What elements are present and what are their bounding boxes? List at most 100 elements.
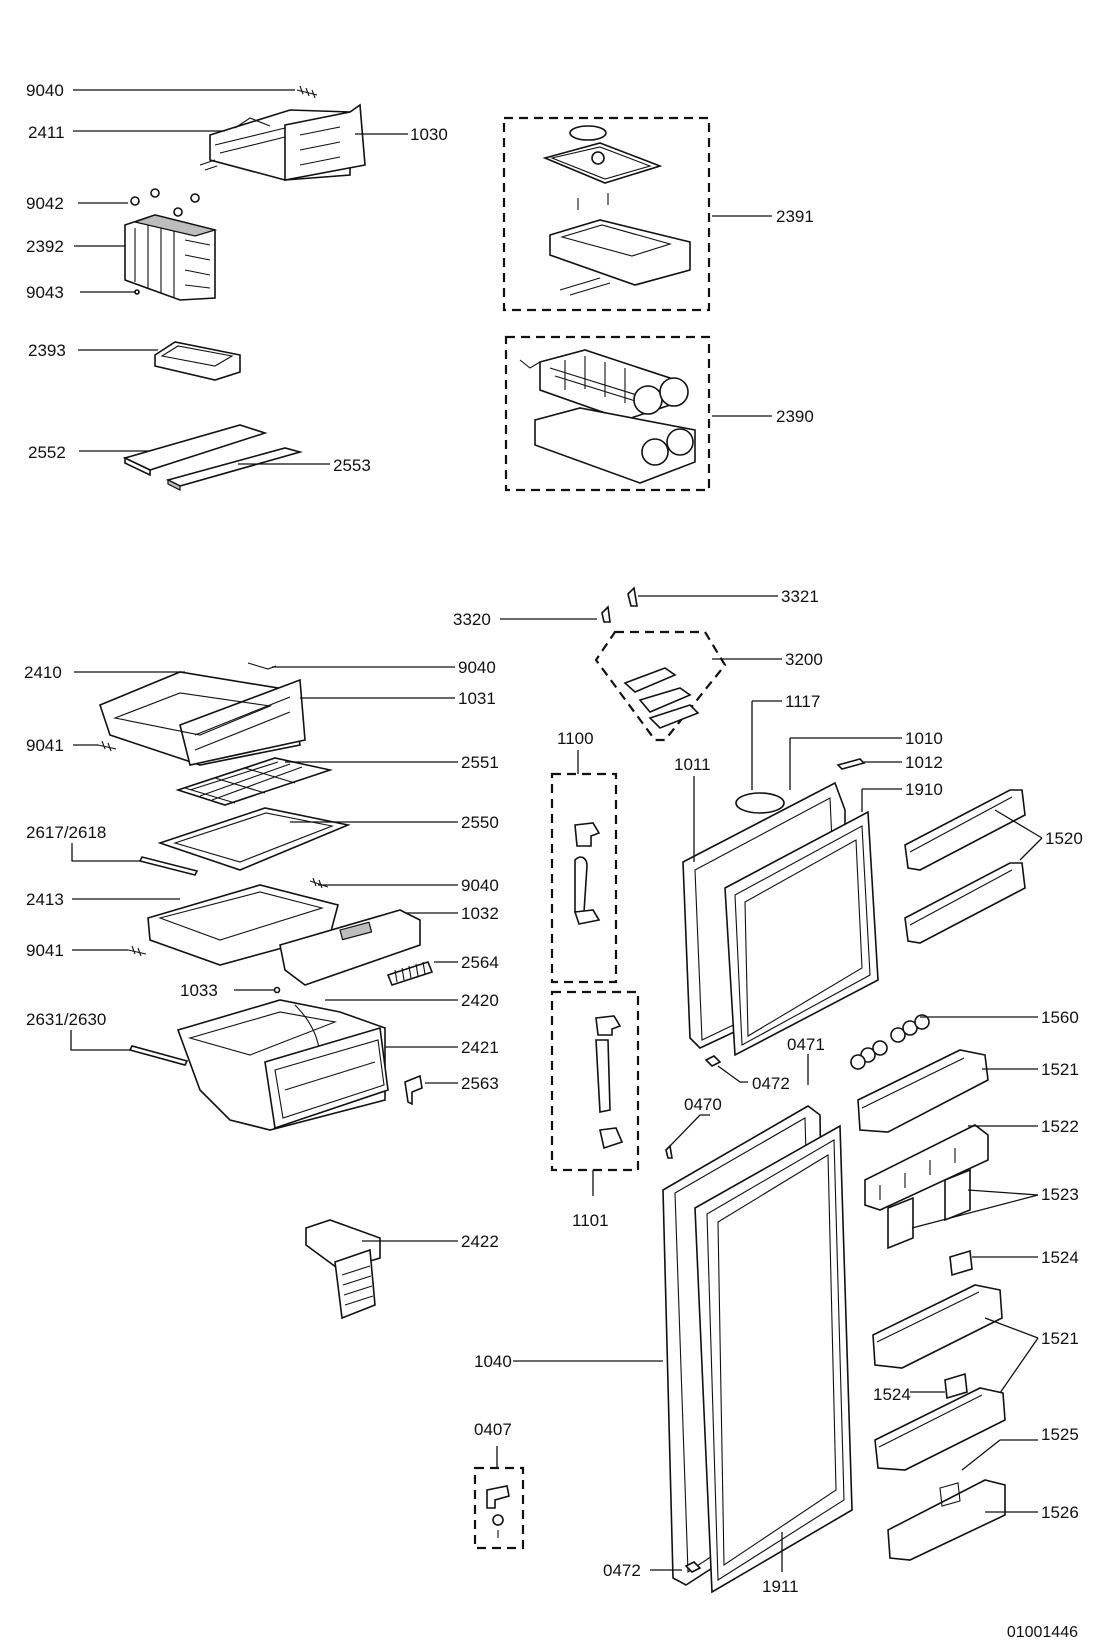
part-2413-drawer (147, 884, 421, 986)
part-0470 (665, 1144, 673, 1159)
label-2552: 2552 (28, 443, 66, 462)
label-1521-top: 1521 (1041, 1060, 1079, 1079)
part-1033 (273, 986, 281, 994)
label-2563: 2563 (461, 1074, 499, 1093)
part-1911-lower-gasket (694, 1124, 853, 1594)
label-2393: 2393 (28, 341, 66, 360)
label-1100: 1100 (557, 729, 594, 748)
assembly-1100-handle (550, 772, 618, 984)
part-2393-ice-tray (154, 341, 241, 381)
label-3200: 3200 (785, 650, 823, 669)
part-2421-crisper-front (264, 1026, 389, 1130)
label-0472-bottom: 0472 (603, 1561, 641, 1580)
label-2551: 2551 (461, 753, 499, 772)
part-2564-grille (386, 961, 434, 986)
label-1522: 1522 (1041, 1117, 1079, 1136)
part-0472-bottom (684, 1561, 702, 1573)
assembly-2390-box (504, 335, 711, 492)
part-0472-top (704, 1055, 722, 1067)
label-9040-mid: 9040 (458, 658, 496, 677)
label-1033: 1033 (180, 981, 218, 1000)
part-2550-shelf-frame (157, 807, 351, 871)
label-9040-top: 9040 (26, 81, 64, 100)
label-0407: 0407 (474, 1420, 512, 1439)
part-9041-screw-b (127, 945, 147, 957)
label-2421: 2421 (461, 1038, 499, 1057)
label-9041-b: 9041 (26, 941, 64, 960)
part-9040-screw-top (73, 85, 318, 99)
part-1521-bin-upper (857, 1049, 989, 1133)
label-3321: 3321 (781, 587, 819, 606)
part-2422-holder (305, 1219, 381, 1320)
label-1117: 1117 (785, 692, 820, 711)
assembly-3200-lamp (594, 630, 727, 742)
part-1524-clip-top (949, 1249, 973, 1277)
leader-1520 (994, 809, 1043, 861)
label-1524-bottom: 1524 (873, 1385, 911, 1404)
label-1911: 1911 (762, 1577, 799, 1596)
label-1524-top: 1524 (1041, 1248, 1079, 1267)
part-9041-screw-a (97, 740, 117, 752)
label-1031: 1031 (458, 689, 496, 708)
part-3320 (601, 605, 611, 623)
label-1526: 1526 (1041, 1503, 1079, 1522)
label-1032: 1032 (461, 904, 499, 923)
label-3320: 3320 (453, 610, 491, 629)
part-1910-upper-gasket (724, 810, 879, 1057)
part-2410-drawer (99, 662, 306, 766)
label-2553: 2553 (333, 456, 371, 475)
label-9040-c: 9040 (461, 876, 499, 895)
part-1560-egg-tray (850, 1014, 930, 1070)
label-0470: 0470 (684, 1095, 722, 1114)
label-1560: 1560 (1041, 1008, 1079, 1027)
label-2390: 2390 (776, 407, 814, 426)
label-9041-a: 9041 (26, 736, 64, 755)
leader-2617 (71, 843, 140, 862)
part-2617-rail (138, 856, 199, 876)
label-1012: 1012 (905, 753, 943, 772)
part-1520-door-shelves (904, 789, 1026, 944)
label-2411: 2411 (28, 123, 65, 142)
part-9040-screw-c (309, 877, 329, 889)
part-2392-ice-box (124, 214, 218, 301)
label-1101: 1101 (572, 1211, 609, 1230)
part-1012 (836, 758, 866, 770)
part-1526-bin-bottom (887, 1479, 1006, 1561)
part-9042-knobs (130, 188, 200, 217)
label-9043: 9043 (26, 283, 64, 302)
label-9042: 9042 (26, 194, 64, 213)
label-1523: 1523 (1041, 1185, 1079, 1204)
drawing-code: 01001446 (1007, 1624, 1078, 1641)
part-2411-freezer-drawer (199, 103, 366, 181)
label-1520: 1520 (1045, 829, 1083, 848)
label-2410: 2410 (24, 663, 62, 682)
assembly-1101-handle (550, 990, 640, 1172)
label-0472-top: 0472 (752, 1074, 790, 1093)
assembly-0407-hinge (473, 1466, 525, 1550)
label-2391: 2391 (776, 207, 814, 226)
part-1524-clip-bottom (944, 1372, 968, 1400)
part-1522-bracket (864, 1124, 989, 1211)
label-2564: 2564 (461, 953, 499, 972)
part-2631-rail (128, 1045, 189, 1066)
label-1030: 1030 (410, 125, 448, 144)
assembly-2391-box (502, 116, 711, 312)
label-2422: 2422 (461, 1232, 499, 1251)
label-1910: 1910 (905, 780, 943, 799)
part-1521-bins-lower (872, 1284, 1006, 1471)
label-2617-2618: 2617/2618 (26, 823, 106, 842)
part-3321 (627, 586, 638, 607)
label-0471: 0471 (787, 1035, 825, 1054)
label-2631-2630: 2631/2630 (26, 1010, 106, 1029)
part-2552-2553-strips (122, 424, 304, 491)
part-1523-holders (887, 1168, 971, 1250)
label-1521-bottom: 1521 (1041, 1329, 1079, 1348)
label-1011: 1011 (674, 755, 711, 774)
label-2413: 2413 (26, 890, 64, 909)
label-1040: 1040 (474, 1352, 512, 1371)
label-2420: 2420 (461, 991, 499, 1010)
label-1010: 1010 (905, 729, 943, 748)
label-1525: 1525 (1041, 1425, 1079, 1444)
label-2392: 2392 (26, 237, 64, 256)
